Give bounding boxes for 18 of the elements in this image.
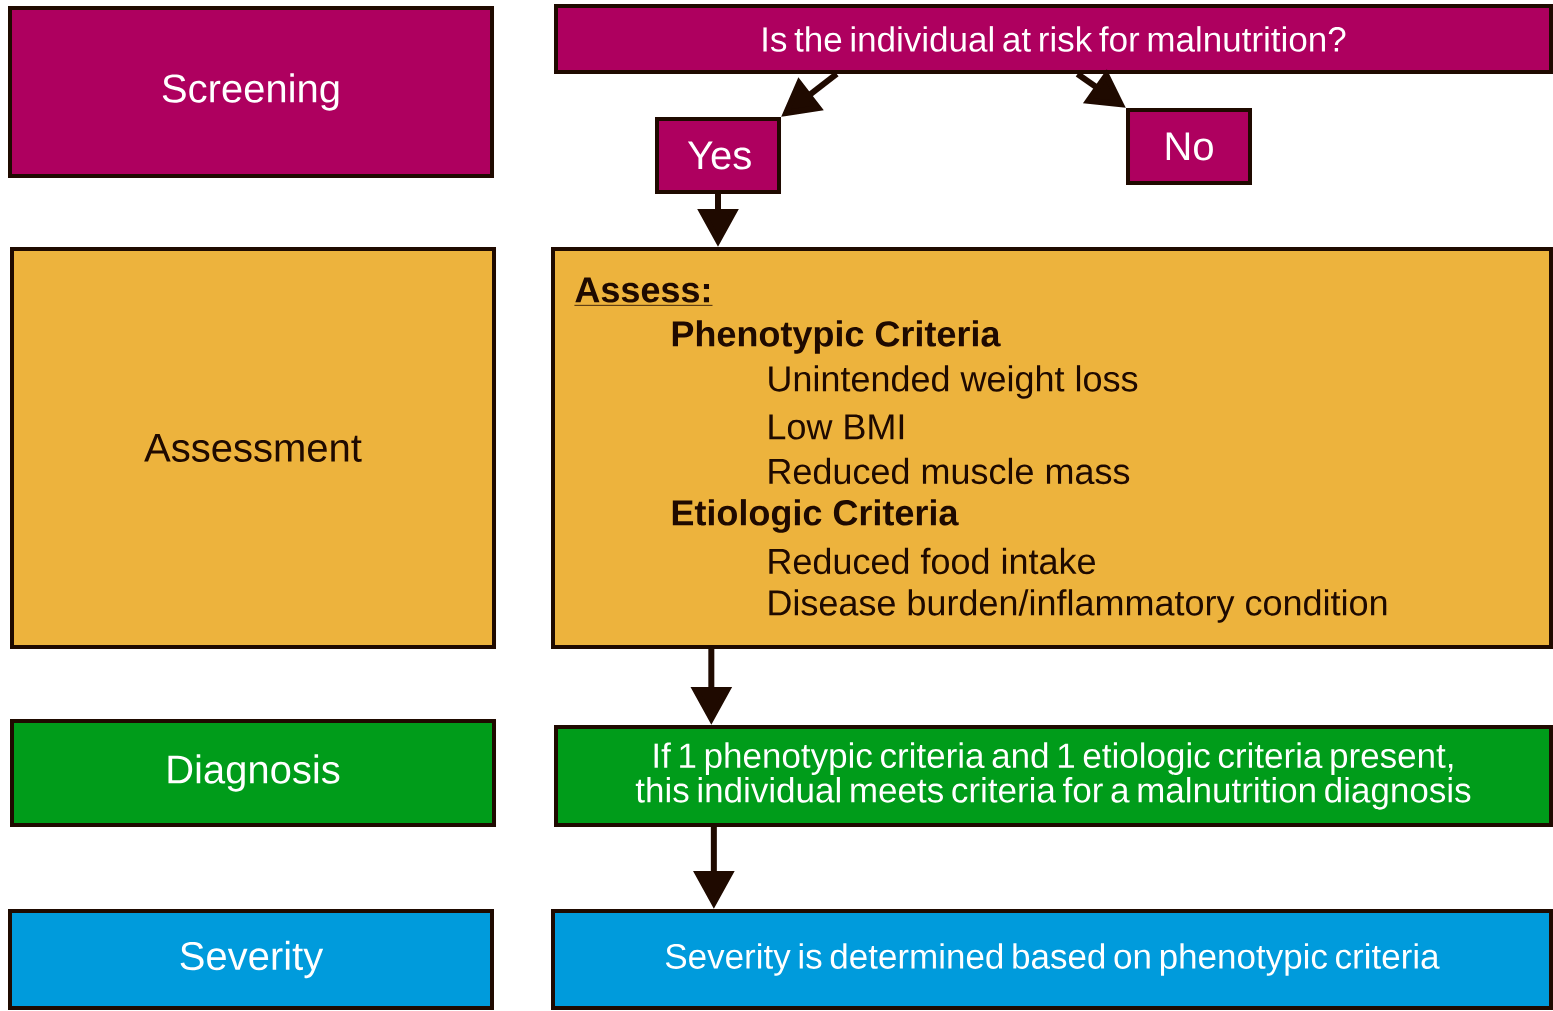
diagnosis-box: If 1 phenotypic criteria and 1 etiologic criteria present, this individual meets criteria for a malnutrition diagnosis xyxy=(554,725,1553,827)
heading: Assess: xyxy=(574,277,713,306)
question-box: Is the individual at risk for malnutrition? xyxy=(554,4,1553,74)
criteria-box xyxy=(551,247,1553,649)
severity-box: Severity is determined based on phenotypic criteria xyxy=(551,909,1553,1010)
criteria-item: Low BMI xyxy=(769,414,904,440)
stage-box: Screening xyxy=(8,6,494,178)
stage-box: Severity xyxy=(8,909,494,1010)
criteria-item: Reduced food intake xyxy=(769,547,1095,575)
criteria-item: Reduced muscle mass xyxy=(769,457,1130,485)
criteria-heading: Etiologic Criteria xyxy=(672,499,959,533)
stage-box: Assessment xyxy=(10,247,496,649)
stage-box: Diagnosis xyxy=(10,719,496,827)
criteria-item: Unintended weight loss xyxy=(769,365,1138,399)
answer-box: Yes xyxy=(655,117,781,194)
answer-box: No xyxy=(1126,108,1252,185)
criteria-item: Disease burden/inflammatory condition xyxy=(769,589,1387,623)
criteria-heading: Phenotypic Criteria xyxy=(672,320,1001,354)
